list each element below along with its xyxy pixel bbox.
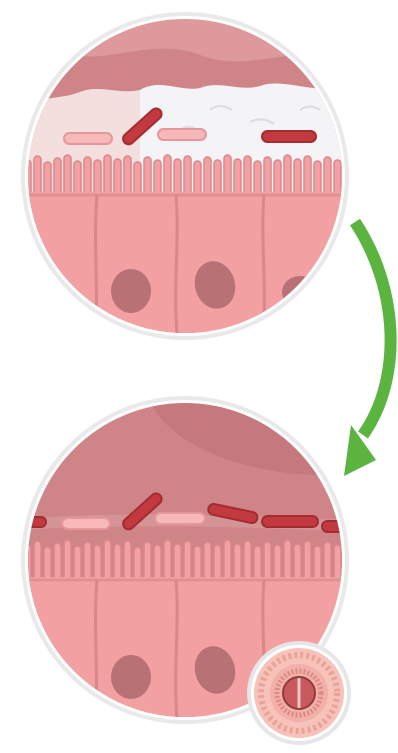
nucleus	[111, 269, 151, 313]
bacterium	[262, 131, 316, 142]
bacterium	[262, 516, 318, 527]
bacterium	[158, 129, 206, 140]
nucleus	[111, 655, 151, 699]
bacterium	[62, 518, 110, 529]
bacterium	[155, 513, 205, 524]
transition-arrow	[355, 222, 391, 435]
bacterium	[64, 133, 112, 144]
top-panel	[20, 12, 350, 352]
intestine-cross-section-icon	[247, 641, 351, 745]
epithelial-cells	[20, 192, 350, 352]
